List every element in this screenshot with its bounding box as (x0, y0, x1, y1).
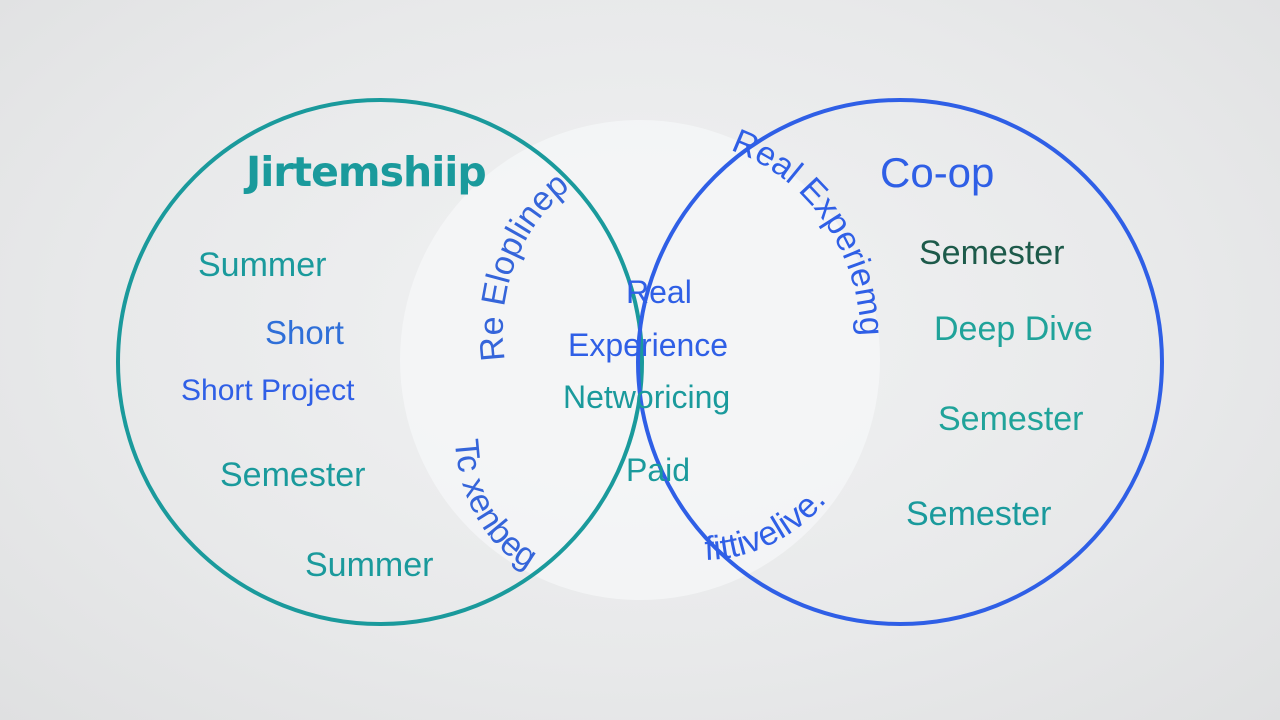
overlap-item: Real (626, 274, 692, 310)
co-op-item: Semester (919, 234, 1065, 272)
co-op-item: Semester (906, 495, 1052, 533)
internship-title: Jirtemshiip (246, 148, 487, 196)
co-op-item: Deep Dive (934, 310, 1093, 348)
co-op-circle (636, 98, 1164, 626)
internship-item: Summer (305, 546, 434, 584)
internship-item: Short (265, 314, 344, 351)
co-op-item: Semester (938, 400, 1084, 438)
internship-item: Summer (198, 246, 327, 284)
internship-item: Semester (220, 456, 366, 494)
overlap-item: Networicing (563, 379, 731, 415)
overlap-item: Paid (626, 452, 691, 488)
internship-circle (116, 98, 644, 626)
co-op-title: Co-op (880, 149, 995, 196)
overlap-item: Experience (568, 327, 729, 363)
internship-item: Short Project (181, 374, 355, 407)
